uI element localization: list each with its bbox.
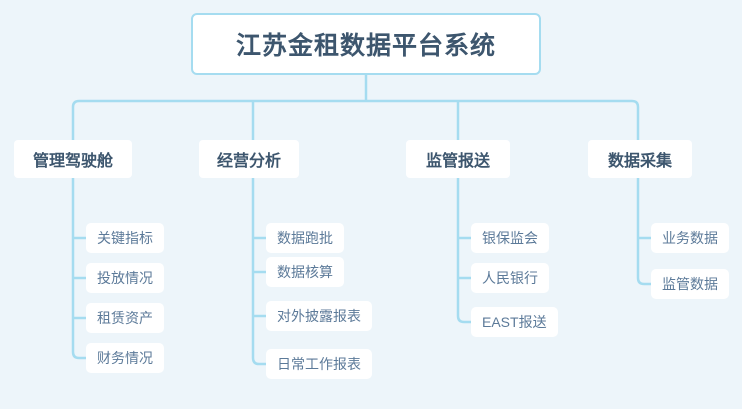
leaf-node-2-3-label: 对外披露报表 — [277, 308, 361, 324]
leaf-node-4-1[interactable]: 业务数据 — [651, 223, 729, 253]
leaf-node-3-2-label: 人民银行 — [482, 270, 538, 286]
branch-node-4[interactable]: 数据采集 — [588, 140, 692, 178]
leaf-node-3-1[interactable]: 银保监会 — [471, 223, 549, 253]
leaf-node-2-2[interactable]: 数据核算 — [266, 257, 344, 287]
leaf-node-3-1-label: 银保监会 — [482, 230, 538, 246]
branch-node-2-label: 经营分析 — [216, 153, 281, 170]
connector-spine-1 — [71, 178, 86, 360]
connector-bus — [71, 99, 640, 140]
leaf-node-1-4-label: 财务情况 — [97, 350, 153, 366]
root-node[interactable]: 江苏金租数据平台系统 — [191, 13, 541, 75]
leaf-node-1-4[interactable]: 财务情况 — [86, 343, 164, 373]
root-node-label: 江苏金租数据平台系统 — [235, 32, 496, 60]
leaf-node-1-1-label: 关键指标 — [97, 230, 153, 246]
leaf-node-1-2[interactable]: 投放情况 — [86, 263, 164, 293]
leaf-node-4-2-label: 监管数据 — [662, 276, 718, 292]
branch-node-3[interactable]: 监管报送 — [406, 140, 510, 178]
connector-spine-2 — [251, 178, 266, 366]
leaf-node-2-1[interactable]: 数据跑批 — [266, 223, 344, 253]
leaf-node-2-4[interactable]: 日常工作报表 — [266, 349, 372, 379]
branch-node-4-label: 数据采集 — [607, 153, 672, 170]
leaf-node-2-3[interactable]: 对外披露报表 — [266, 301, 372, 331]
leaf-node-1-3[interactable]: 租赁资产 — [86, 303, 164, 333]
leaf-node-3-3[interactable]: EAST报送 — [471, 307, 558, 337]
branch-node-3-label: 监管报送 — [425, 153, 490, 170]
leaf-node-1-1[interactable]: 关键指标 — [86, 223, 164, 253]
connector-spine-3 — [456, 178, 471, 324]
leaf-node-3-3-label: EAST报送 — [482, 314, 547, 330]
leaf-node-1-2-label: 投放情况 — [97, 270, 153, 286]
leaf-node-2-2-label: 数据核算 — [277, 264, 333, 280]
leaf-node-4-2[interactable]: 监管数据 — [651, 269, 729, 299]
leaf-node-2-4-label: 日常工作报表 — [277, 356, 361, 372]
branch-node-1[interactable]: 管理驾驶舱 — [14, 140, 132, 178]
connector-spine-4 — [636, 178, 651, 286]
leaf-node-1-3-label: 租赁资产 — [97, 310, 153, 326]
leaf-node-3-2[interactable]: 人民银行 — [471, 263, 549, 293]
leaf-node-2-1-label: 数据跑批 — [277, 230, 333, 246]
branch-node-1-label: 管理驾驶舱 — [32, 153, 113, 170]
branch-node-2[interactable]: 经营分析 — [199, 140, 299, 178]
leaf-node-4-1-label: 业务数据 — [662, 230, 718, 246]
